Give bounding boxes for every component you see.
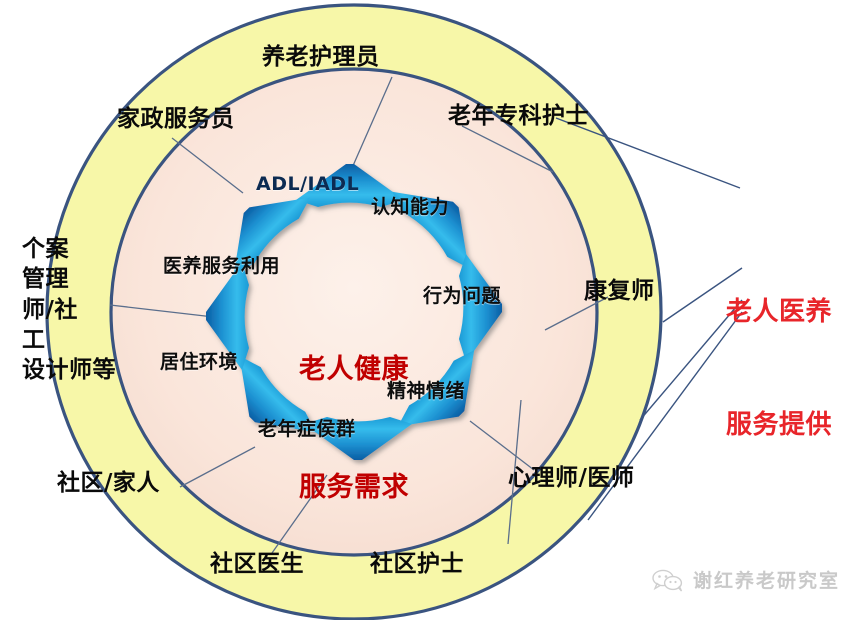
center-title-line2: 服务需求 xyxy=(299,471,409,503)
callout-title: 老人医养 服务提供 xyxy=(726,219,866,521)
callout-line-middle xyxy=(662,267,743,323)
cycle-arrow-7 xyxy=(206,262,249,370)
cycle-arrow-2 xyxy=(392,191,469,269)
leader-line-elder-care-worker xyxy=(351,76,393,169)
leader-lines xyxy=(109,76,609,554)
provider-label-community-family: 社区/家人 xyxy=(57,470,160,496)
watermark-text: 谢红养老研究室 xyxy=(693,570,841,592)
callout-line-bottom xyxy=(639,299,743,421)
center-title-line1: 老人健康 xyxy=(299,354,409,386)
leader-line-rehab-therapist xyxy=(544,296,609,331)
provider-label-rehab-therapist: 康复师 xyxy=(584,278,655,304)
provider-label-psych-physician: 心理师/医师 xyxy=(508,465,635,491)
cycle-label-cognition: 认知能力 xyxy=(371,196,450,218)
provider-label-community-nurse: 社区护士 xyxy=(370,551,464,577)
cycle-arrow-3 xyxy=(459,254,502,362)
cycle-arrow-4 xyxy=(397,350,475,427)
provider-label-domestic-helper: 家政服务员 xyxy=(117,106,235,132)
cycle-arrow-5 xyxy=(304,417,412,460)
leader-line-community-nurse xyxy=(507,399,522,545)
middle-ring xyxy=(109,67,599,557)
leader-line-domestic-helper xyxy=(171,137,244,194)
cycle-arrow-8 xyxy=(233,197,311,274)
provider-label-geriatric-nurse: 老年专科护士 xyxy=(448,103,589,129)
leader-line-geriatric-nurse xyxy=(461,125,554,173)
callout-line-top xyxy=(555,117,741,189)
provider-label-elder-care-worker: 养老护理员 xyxy=(262,44,380,70)
leader-line-psych-physician xyxy=(469,420,535,471)
cycle-label-behavior: 行为问题 xyxy=(423,285,502,307)
cycle-label-service-use: 医养服务利用 xyxy=(163,255,281,277)
callout-title-line2: 服务提供 xyxy=(726,410,833,441)
cycle-label-geriatric: 老年症侯群 xyxy=(258,418,356,440)
leader-line-community-doctor xyxy=(271,474,328,554)
callout-title-line1: 老人医养 xyxy=(726,297,833,328)
cycle-arrow-ring xyxy=(206,164,502,460)
wechat-bubble-icon xyxy=(651,568,685,592)
center-title: 老人健康 服务需求 xyxy=(268,272,440,585)
callout-leader-lines xyxy=(555,117,743,521)
provider-label-case-manager: 个案 管理 师/社 工 设计师等 xyxy=(22,236,116,384)
callout-line-lower xyxy=(587,311,743,521)
leader-line-community-family xyxy=(179,446,256,488)
cycle-arrow-1 xyxy=(296,164,404,207)
cycle-arrow-6 xyxy=(239,355,316,433)
cycle-label-mood: 精神情绪 xyxy=(387,380,466,402)
provider-label-community-doctor: 社区医生 xyxy=(210,551,304,577)
cycle-label-housing: 居住环境 xyxy=(160,351,239,373)
watermark: 谢红养老研究室 xyxy=(651,566,840,593)
cycle-label-adl: ADL/IADL xyxy=(256,173,360,195)
